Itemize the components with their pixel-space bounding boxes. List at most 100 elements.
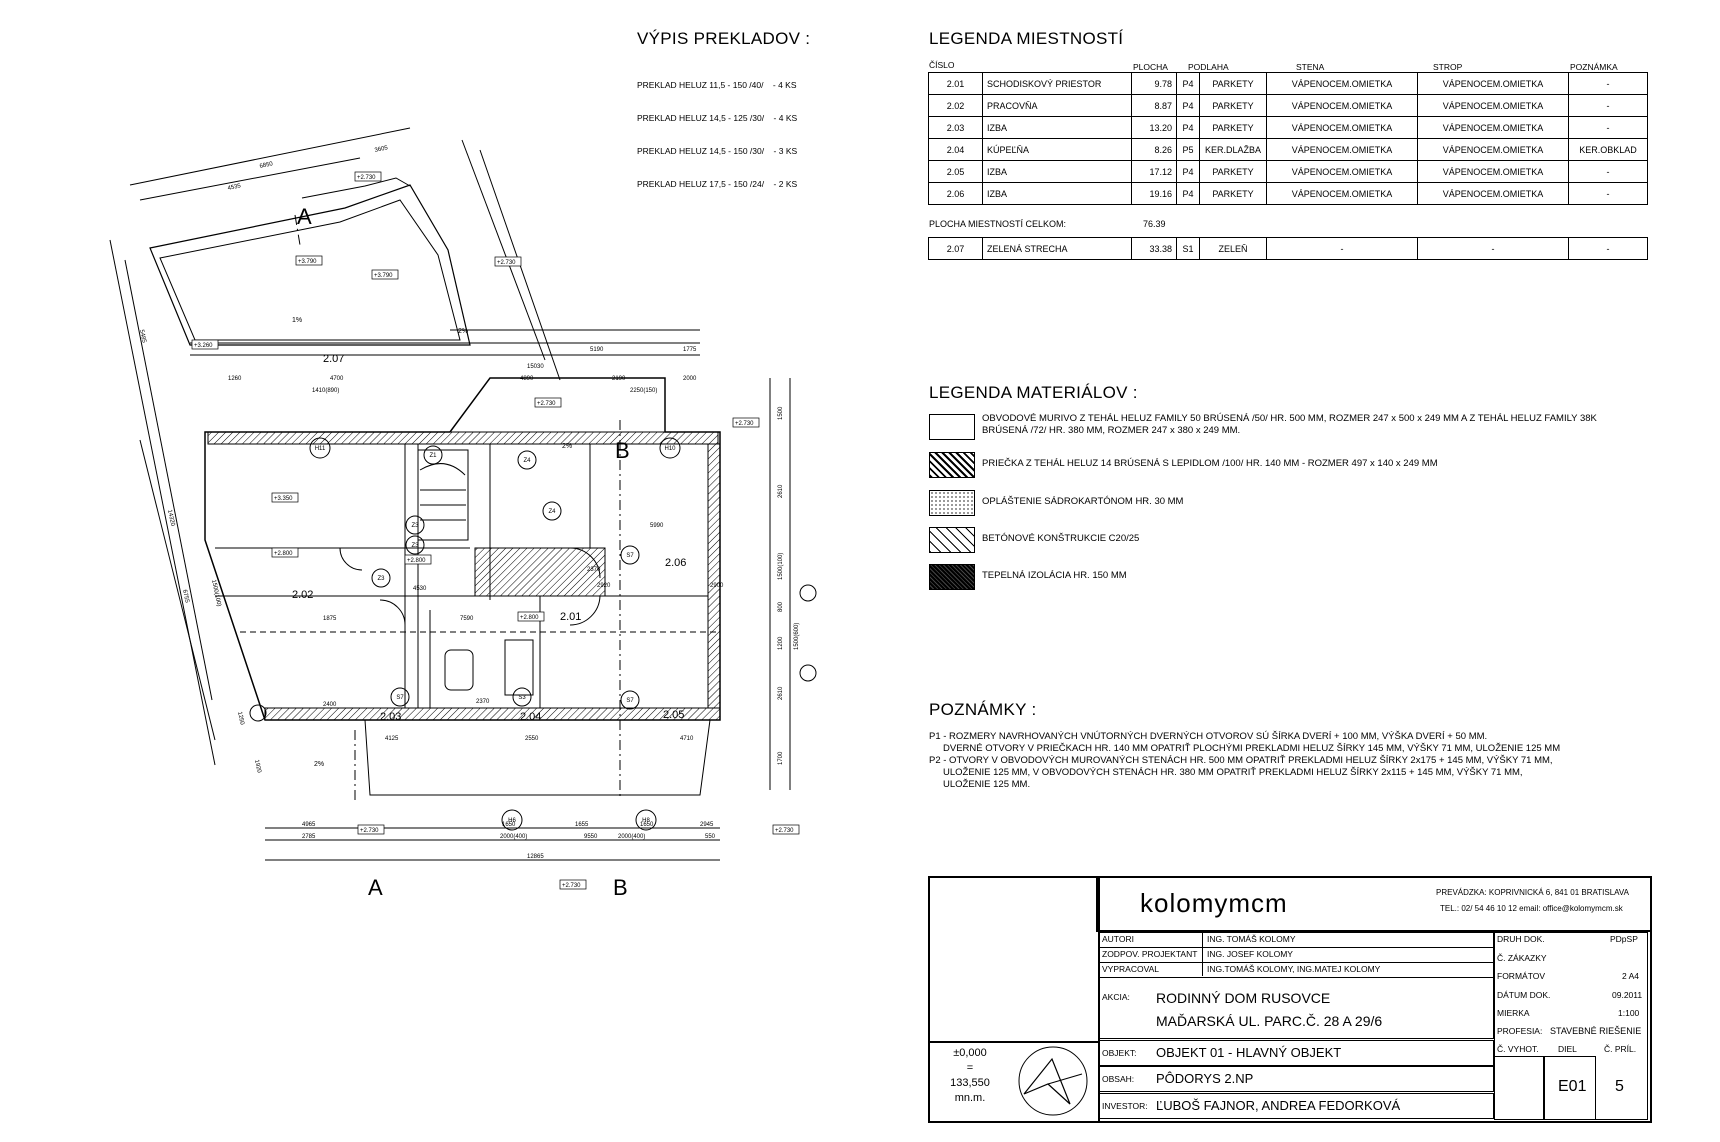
room-2-06: 2.06 <box>665 557 686 569</box>
svg-text:4125: 4125 <box>385 736 399 742</box>
svg-text:+2.800: +2.800 <box>520 615 539 621</box>
tag-z3b <box>405 535 425 555</box>
value-objekt: OBJEKT 01 - HLAVNÝ OBJEKT <box>1156 1045 1342 1060</box>
svg-text:2920: 2920 <box>597 583 611 589</box>
svg-text:S7: S7 <box>396 695 404 701</box>
note-line: ULOŽENIE 125 MM. <box>943 779 1031 790</box>
elevation-2: = <box>966 1062 974 1074</box>
company-address: PREVÁDZKA: KOPRIVNICKÁ 6, 841 01 BRATISL… <box>1436 888 1629 897</box>
section-a-top: A <box>297 204 312 229</box>
label-diel: DIEL <box>1558 1044 1577 1054</box>
floor-plan: A B A B 2.07 2.02 2.01 2.06 2.03 2.04 2.… <box>109 127 817 900</box>
label-format: FORMÁTOV <box>1497 971 1546 981</box>
staircase <box>417 449 469 541</box>
svg-text:7590: 7590 <box>460 616 474 622</box>
note-line: ULOŽENIE 125 MM, V OBVODOVÝCH STENÁCH HR… <box>943 767 1523 778</box>
svg-text:+3.790: +3.790 <box>298 259 317 265</box>
svg-text:+3.350: +3.350 <box>274 496 293 502</box>
wall-top <box>207 431 719 445</box>
company-logo: kolomymcm <box>1140 888 1288 918</box>
svg-text:1200: 1200 <box>778 636 784 650</box>
svg-text:15030: 15030 <box>527 364 544 370</box>
lintels-list: PREKLAD HELUZ 11,5 - 150 /40/ - 4 KS PRE… <box>637 58 797 201</box>
tag-s7b <box>620 690 640 710</box>
value-druh: PDpSP <box>1610 934 1638 944</box>
label-zakazky: Č. ZÁKAZKY <box>1497 953 1547 963</box>
svg-text:2610: 2610 <box>778 484 784 498</box>
value-pril: 5 <box>1615 1078 1624 1095</box>
value-investor: ĽUBOŠ FAJNOR, ANDREA FEDORKOVÁ <box>1156 1098 1401 1113</box>
value-profesia: STAVEBNÉ RIEŠENIE <box>1550 1026 1642 1036</box>
material-text: PRIEČKA Z TEHÁL HELUZ 14 BRÚSENÁ S LEPID… <box>982 458 1438 469</box>
svg-text:4535: 4535 <box>227 183 242 192</box>
svg-text:Z1: Z1 <box>429 453 437 459</box>
material-text: TEPELNÁ IZOLÁCIA HR. 150 MM <box>982 570 1127 581</box>
title-block-company <box>1096 876 1652 932</box>
svg-text:2370: 2370 <box>476 699 490 705</box>
svg-text:2400: 2400 <box>323 702 337 708</box>
svg-text:1410(890): 1410(890) <box>312 388 339 394</box>
svg-text:Z3: Z3 <box>377 576 385 582</box>
tag-h6 <box>501 809 523 831</box>
north-arrow-icon <box>1018 1046 1088 1116</box>
value-akcia-1: RODINNÝ DOM RUSOVCE <box>1156 990 1331 1006</box>
green-roof-outline <box>149 184 471 346</box>
svg-text:3605: 3605 <box>374 145 389 154</box>
svg-text:1500: 1500 <box>778 406 784 420</box>
label-investor: INVESTOR: <box>1102 1101 1148 1111</box>
tag-z1 <box>423 445 443 465</box>
elevation-note: ±0,000 = 133,550 mn.m. <box>930 1046 1010 1106</box>
title-block-stamp <box>928 1041 1100 1123</box>
svg-text:Z3: Z3 <box>411 523 419 529</box>
svg-text:1260: 1260 <box>228 376 242 382</box>
section-a-bottom: A <box>368 875 383 900</box>
room-2-05: 2.05 <box>663 709 684 721</box>
svg-text:H10: H10 <box>664 446 676 452</box>
room-2-02: 2.02 <box>292 589 313 601</box>
room-2-03: 2.03 <box>380 711 401 723</box>
svg-text:Z4: Z4 <box>523 458 531 464</box>
material-text: BETÓNOVÉ KONŠTRUKCIE C20/25 <box>982 533 1140 544</box>
svg-text:1920: 1920 <box>253 759 262 774</box>
room-2-04: 2.04 <box>520 711 541 723</box>
svg-text:2945: 2945 <box>700 822 714 828</box>
svg-text:1875: 1875 <box>323 616 337 622</box>
col-podlaha: PODLAHA <box>1188 62 1229 72</box>
svg-text:1650: 1650 <box>640 822 654 828</box>
wall-bottom <box>264 707 721 721</box>
label-akcia: AKCIA: <box>1102 992 1130 1002</box>
svg-text:Z3: Z3 <box>411 543 419 549</box>
materials-title: LEGENDA MATERIÁLOV : <box>929 383 1138 402</box>
elevation-3: 133,550 <box>950 1077 990 1089</box>
svg-text:S3: S3 <box>518 695 526 701</box>
elevation-4: mn.m. <box>954 1092 986 1104</box>
swatch-masonry <box>929 414 975 440</box>
svg-text:2%: 2% <box>458 328 468 335</box>
svg-text:2250(150): 2250(150) <box>630 388 657 394</box>
lintel-item: PREKLAD HELUZ 17,5 - 150 /24/ - 2 KS <box>637 179 798 189</box>
svg-text:5190: 5190 <box>590 347 604 353</box>
tag-s3 <box>512 687 532 707</box>
svg-text:H11: H11 <box>315 446 326 452</box>
rooms-total-value: 76.39 <box>1143 219 1166 229</box>
svg-text:+2.730: +2.730 <box>775 828 794 834</box>
svg-text:1250: 1250 <box>236 711 245 726</box>
label-datum: DÁTUM DOK. <box>1497 990 1551 1000</box>
svg-text:4710: 4710 <box>680 736 694 742</box>
svg-text:9550: 9550 <box>584 834 598 840</box>
svg-text:+2.800: +2.800 <box>274 551 293 557</box>
svg-text:+2.730: +2.730 <box>360 828 379 834</box>
col-plocha: PLOCHA <box>1133 62 1168 72</box>
wall-right <box>707 443 721 709</box>
svg-text:1700: 1700 <box>778 751 784 765</box>
room-2-07: 2.07 <box>323 353 344 365</box>
svg-text:800: 800 <box>778 601 784 612</box>
label-objekt: OBJEKT: <box>1102 1048 1137 1058</box>
svg-text:1650: 1650 <box>502 822 516 828</box>
tag-s7c <box>390 687 410 707</box>
